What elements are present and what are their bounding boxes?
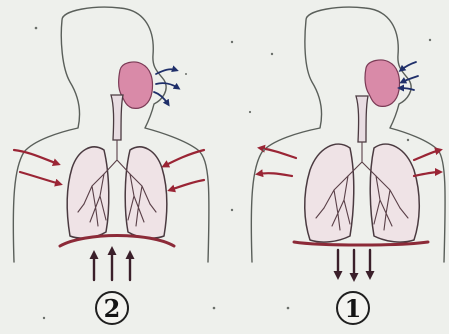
left-lung-right [305,144,354,242]
trachea-left [111,95,123,140]
air-arrows-right [400,62,418,90]
figure-right: 1 [251,7,445,324]
left-lung-left [67,147,109,238]
nasal-cavity-left [119,62,153,108]
diaphragm-right [294,242,428,245]
figure-label-right: 1 [345,294,362,323]
figure-left: 2 [13,7,209,324]
right-lung-right [370,144,419,242]
diaphragm-arrows-left [94,250,130,280]
figure-label-left: 2 [104,294,121,323]
nasal-cavity-right [365,60,400,106]
body-outline-left [13,7,209,262]
trachea-right [356,96,368,142]
right-lung-left [125,147,167,238]
diaphragm-arrows-right [338,250,370,278]
